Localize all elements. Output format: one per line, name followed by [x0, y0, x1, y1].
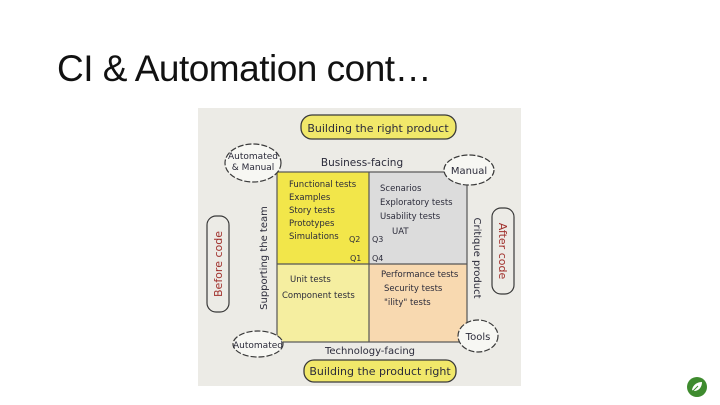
q1-fill — [277, 264, 369, 342]
q3-label: Q3 — [372, 235, 383, 244]
bottom-banner-box — [303, 359, 457, 383]
q2-item: Simulations — [289, 232, 339, 242]
q3-item: UAT — [392, 227, 409, 237]
q4-item: "ility" tests — [384, 298, 431, 308]
q1-item: Unit tests — [290, 275, 331, 285]
leaf-logo-icon — [687, 377, 707, 397]
slide-title: CI & Automation cont… — [57, 48, 432, 89]
right-axis-label: Critique product — [471, 217, 482, 298]
q2-fill — [277, 172, 369, 264]
q4-fill — [369, 264, 467, 342]
top-banner-box — [300, 114, 457, 140]
q2-label: Q2 — [349, 235, 360, 244]
top-axis-label: Business-facing — [321, 157, 403, 169]
right-outer-box — [491, 207, 515, 295]
cloud-top-left-line2: & Manual — [232, 163, 275, 173]
agile-testing-quadrants-diagram: Building the right product Building the … — [198, 108, 521, 386]
left-outer-box — [206, 215, 230, 313]
cloud-bottom-left — [232, 330, 284, 358]
q2-item: Story tests — [289, 206, 335, 216]
cloud-bottom-right-text: Tools — [465, 332, 491, 343]
q3-fill — [369, 172, 467, 264]
q4-label: Q4 — [372, 254, 383, 263]
q3-item: Exploratory tests — [380, 198, 453, 208]
cloud-top-right — [443, 154, 495, 186]
left-axis-label: Supporting the team — [259, 206, 270, 310]
q4-item: Performance tests — [381, 270, 459, 280]
bottom-banner-text: Building the product right — [309, 365, 451, 378]
q1-label: Q1 — [350, 254, 361, 263]
q3-item: Usability tests — [380, 212, 441, 222]
right-outer-label: After code — [496, 223, 509, 280]
cloud-top-left-line1: Automated — [228, 152, 278, 162]
cloud-bottom-right — [457, 319, 499, 353]
q3-item: Scenarios — [380, 184, 422, 194]
quadrants-sketch: Building the right product Building the … — [206, 114, 515, 383]
q2-item: Prototypes — [289, 219, 335, 229]
top-banner-text: Building the right product — [307, 122, 449, 135]
quadrant-frame — [276, 171, 468, 343]
bottom-axis-label: Technology-facing — [324, 346, 415, 357]
cloud-bottom-left-text: Automated — [233, 341, 283, 351]
cloud-top-left — [224, 143, 282, 183]
q4-item: Security tests — [384, 284, 443, 294]
cloud-top-right-text: Manual — [451, 166, 487, 177]
q1-item: Component tests — [282, 291, 355, 301]
q2-item: Examples — [289, 193, 331, 203]
q2-item: Functional tests — [289, 180, 357, 190]
left-outer-label: Before code — [212, 231, 225, 297]
